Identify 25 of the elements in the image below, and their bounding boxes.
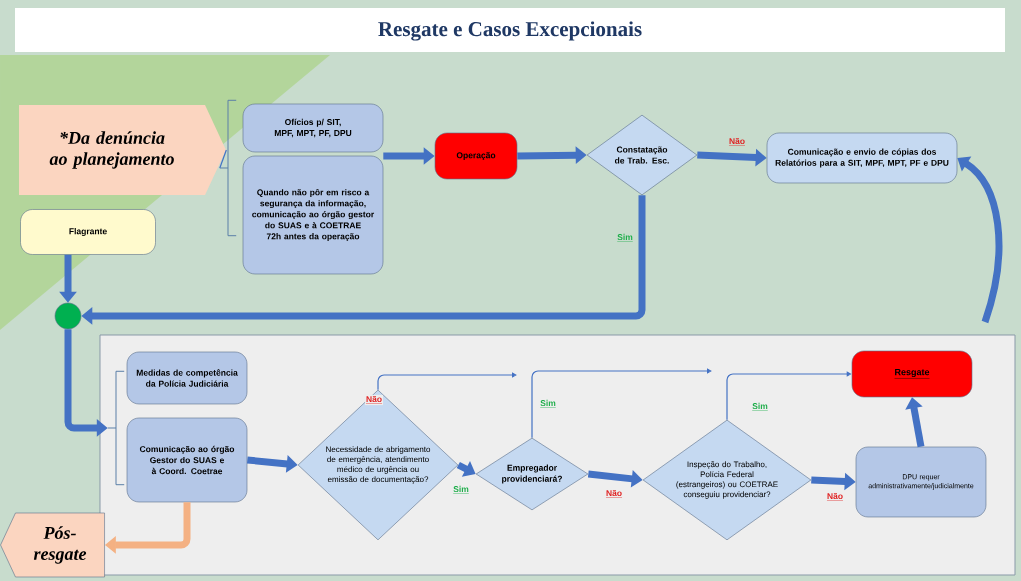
edge-label: Sim [616, 232, 634, 244]
arrow [957, 156, 1003, 324]
edge-label: Não [727, 136, 747, 148]
pentagon-banner: Pós-resgate [0, 512, 105, 578]
edge-label: Sim [539, 398, 557, 410]
process-box: Medidas de competência da Polícia Judiciária [126, 351, 248, 405]
process-box: Comunicação e envio de cópias dos Relatórios para a SIT, MPF, MPT, PF e DPU [766, 132, 958, 184]
process-box: Operação [434, 132, 518, 180]
edge-label: Não [604, 488, 624, 500]
edge-label: Não [365, 394, 384, 406]
process-box: Ofícios p/ SIT, MPF, MPT, PF, DPU [242, 103, 384, 153]
arrow [531, 368, 712, 439]
title-bar: Resgate e Casos Excepcionais [15, 8, 1005, 52]
bracket [219, 99, 237, 237]
process-box: Comunicação ao órgão Gestor do SUAS e à Coord. Coetrae [126, 417, 248, 503]
arrow [456, 461, 476, 477]
junction-circle [54, 302, 82, 330]
process-box: Resgate [851, 350, 973, 398]
process-box: Quando não pôr em risco a segurança da informação, comunicação ao órgão gestor do SUAS e à COETRAE 72h antes da operação [242, 155, 384, 275]
edge-label: Sim [751, 401, 769, 413]
edge-label: Não [825, 491, 845, 503]
bracket [107, 370, 125, 486]
start-box: Flagrante [20, 209, 156, 255]
pentagon-banner: *Da denúncia ao planejamento [19, 105, 226, 195]
arrow [377, 372, 517, 391]
